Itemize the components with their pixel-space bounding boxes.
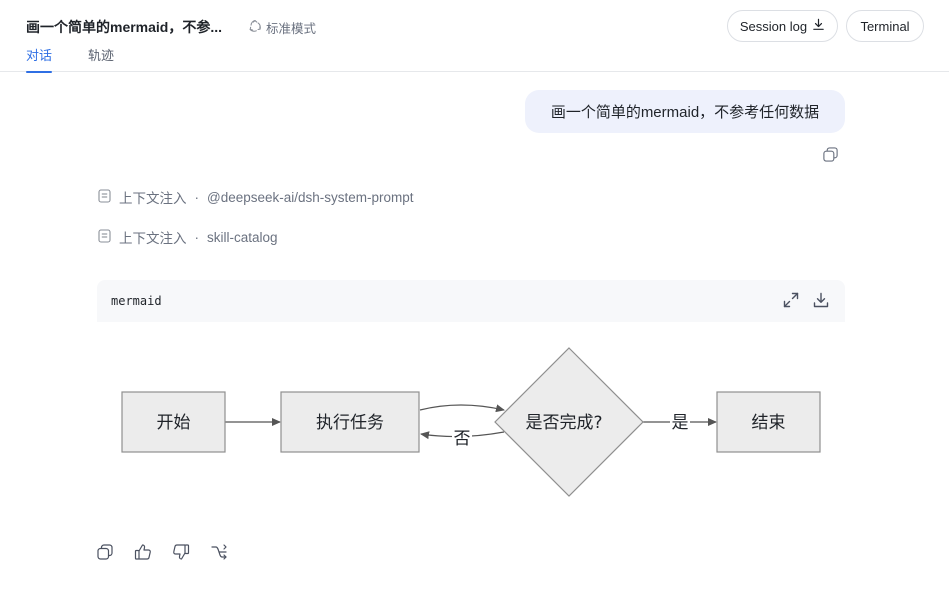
- node-task-label: 执行任务: [316, 413, 384, 433]
- expand-icon[interactable]: [782, 291, 800, 309]
- code-language-label: mermaid: [111, 294, 162, 308]
- thumbs-down-icon[interactable]: [172, 543, 190, 561]
- context-separator: ·: [194, 229, 200, 245]
- mode-label: 标准模式: [266, 22, 317, 36]
- tab-trajectory[interactable]: 轨迹: [88, 48, 115, 63]
- edge-task-to-decision: [419, 404, 505, 413]
- context-source: @deepseek-ai/dsh-system-prompt: [207, 189, 414, 205]
- tab-conversation[interactable]: 对话: [26, 45, 53, 73]
- node-end: [716, 391, 821, 453]
- node-end-label: 结束: [752, 413, 786, 433]
- code-block-header: mermaid: [97, 280, 845, 322]
- mermaid-diagram: 开始 执行任务 是否完成? 结束 否 是: [121, 347, 821, 497]
- copy-icon[interactable]: [96, 543, 114, 561]
- document-icon: [98, 188, 119, 206]
- edge-no-label: 否: [454, 429, 471, 449]
- branch-icon[interactable]: [210, 543, 228, 561]
- download-icon: [812, 18, 825, 34]
- node-decision: [494, 347, 644, 497]
- node-start: [121, 391, 226, 453]
- document-icon: [98, 228, 119, 246]
- mode-indicator[interactable]: 标准模式: [248, 18, 316, 37]
- context-injection-item[interactable]: 上下文注入 · @deepseek-ai/dsh-system-prompt: [98, 187, 414, 207]
- session-log-label: Session log: [739, 18, 808, 34]
- session-log-button[interactable]: Session log: [727, 10, 838, 42]
- context-label: 上下文注入: [119, 231, 187, 246]
- context-separator: ·: [194, 189, 200, 205]
- conversation-title: 画一个简单的mermaid，不参...: [26, 19, 223, 35]
- top-bar: 画一个简单的mermaid，不参... 标准模式 对话 轨迹 Session l…: [0, 0, 949, 73]
- message-actions: [96, 543, 228, 561]
- context-source: skill-catalog: [207, 229, 278, 245]
- tab-bar: 对话 轨迹: [26, 45, 115, 73]
- download-icon[interactable]: [812, 291, 830, 309]
- thumbs-up-icon[interactable]: [134, 543, 152, 561]
- terminal-button[interactable]: Terminal: [846, 10, 924, 42]
- edge-yes-label: 是: [672, 413, 689, 433]
- terminal-label: Terminal: [860, 18, 910, 34]
- node-task: [280, 391, 420, 453]
- node-start-label: 开始: [157, 413, 191, 433]
- context-injection-item[interactable]: 上下文注入 · skill-catalog: [98, 227, 278, 247]
- context-label: 上下文注入: [119, 191, 187, 206]
- copy-icon[interactable]: [822, 146, 839, 163]
- user-message-text: 画一个简单的mermaid，不参考任何数据: [550, 104, 820, 121]
- recycle-icon: [248, 19, 262, 36]
- user-message-bubble: 画一个简单的mermaid，不参考任何数据: [525, 90, 845, 133]
- node-decision-label: 是否完成?: [525, 413, 602, 433]
